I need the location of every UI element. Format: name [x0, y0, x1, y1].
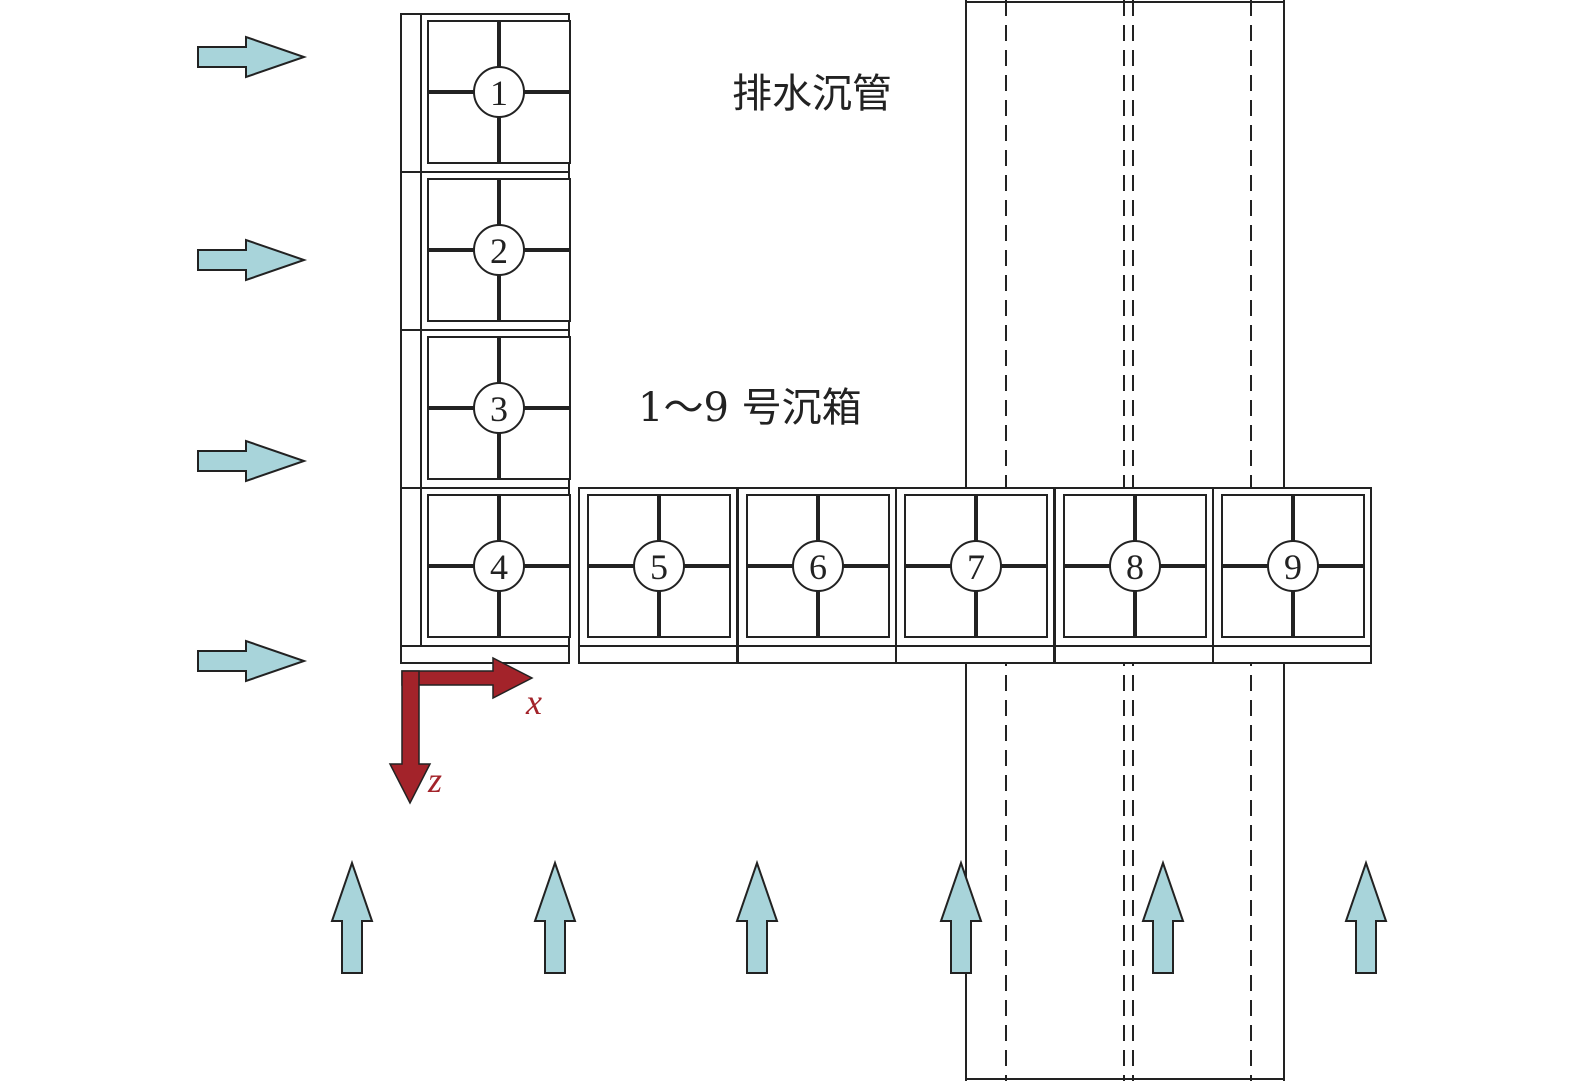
- caisson-number-circle: [792, 540, 844, 592]
- caisson-number: 1: [490, 73, 508, 113]
- caisson-4: 4: [400, 487, 571, 664]
- flow-arrow-up-1: [330, 859, 374, 974]
- caisson-number-circle: [1267, 540, 1319, 592]
- caisson-5: 5: [578, 487, 738, 664]
- caisson-6: 6: [737, 487, 897, 664]
- caisson-number-circle: [473, 382, 525, 434]
- caisson-number-circle: [473, 540, 525, 592]
- flow-arrow-right-2: [197, 238, 308, 282]
- caisson-2: 2: [400, 171, 571, 331]
- caisson-number-circle: [473, 66, 525, 118]
- caissons-label: 1～9 号沉箱: [638, 385, 862, 431]
- flow-arrow-right-4: [197, 639, 308, 683]
- flow-arrow-up-2: [533, 859, 577, 974]
- caisson-group: 1 2 3 4 5 6 7 8 9: [400, 13, 1372, 664]
- flow-arrow-right-1: [197, 35, 308, 79]
- flow-arrow-up-6: [1344, 859, 1388, 974]
- flow-arrows: [197, 35, 1388, 974]
- caisson-apron: [737, 645, 897, 664]
- z-axis-arrow: [388, 670, 432, 805]
- caisson-number-circle: [1109, 540, 1161, 592]
- z-axis-label: z: [427, 760, 442, 800]
- flow-arrow-up-5: [1141, 859, 1185, 974]
- caisson-apron: [400, 645, 570, 664]
- caisson-cell: [499, 20, 571, 92]
- caisson-number-circle: [633, 540, 685, 592]
- caisson-9: 9: [1212, 487, 1372, 664]
- caisson-number: 2: [490, 231, 508, 271]
- caisson-number: 7: [967, 547, 985, 587]
- caisson-number: 8: [1126, 547, 1144, 587]
- caisson-8: 8: [1054, 487, 1214, 664]
- flow-arrow-right-3: [197, 439, 308, 483]
- caisson-apron: [895, 645, 1055, 664]
- caisson-number: 4: [490, 547, 508, 587]
- caisson-1: 1: [400, 13, 571, 173]
- caisson-3: 3: [400, 329, 571, 489]
- flow-arrow-up-3: [735, 859, 779, 974]
- caisson-number-circle: [950, 540, 1002, 592]
- caisson-number: 5: [650, 547, 668, 587]
- caisson-apron: [1054, 645, 1214, 664]
- flow-arrow-up-4: [939, 859, 983, 974]
- caisson-number: 6: [809, 547, 827, 587]
- caisson-apron: [1212, 645, 1372, 664]
- caisson-number: 9: [1284, 547, 1302, 587]
- caisson-number: 3: [490, 389, 508, 429]
- pipe-label: 排水沉管: [732, 71, 892, 117]
- coordinate-axes: x z: [388, 656, 542, 805]
- caisson-7: 7: [895, 487, 1055, 664]
- caisson-apron: [578, 645, 738, 664]
- x-axis-label: x: [525, 682, 542, 722]
- caisson-number-circle: [473, 224, 525, 276]
